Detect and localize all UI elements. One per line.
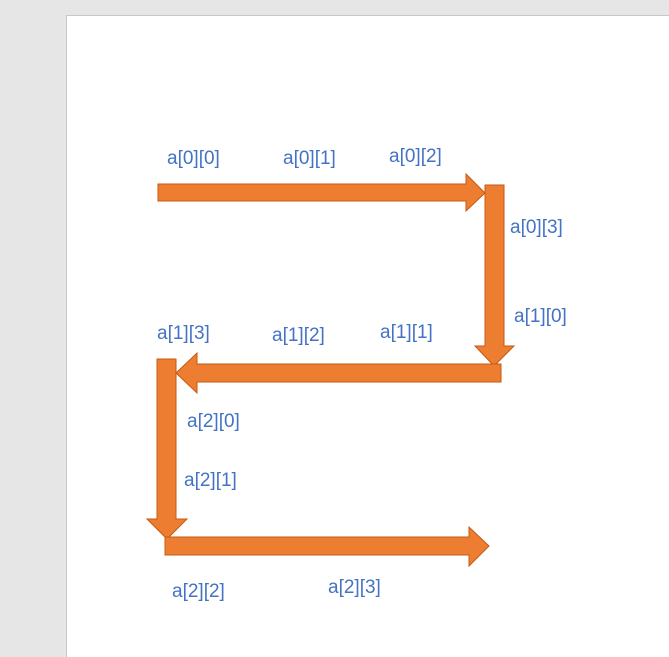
label-a23: a[2][3]	[328, 577, 381, 598]
arrows	[145, 172, 516, 568]
label-a21: a[2][1]	[184, 470, 237, 491]
arrow-right-row-2	[164, 525, 490, 568]
label-a11: a[1][1]	[380, 322, 433, 343]
label-a22: a[2][2]	[172, 581, 225, 602]
label-a03: a[0][3]	[510, 217, 563, 238]
label-a20: a[2][0]	[187, 411, 240, 432]
label-a10: a[1][0]	[514, 306, 567, 327]
arrow-left-row-1	[175, 351, 502, 395]
label-a12: a[1][2]	[272, 325, 325, 346]
arrow-down-right-side	[473, 184, 516, 367]
arrow-down-left-side	[145, 358, 189, 540]
label-a00: a[0][0]	[167, 148, 220, 169]
label-a13: a[1][3]	[157, 323, 210, 344]
element-labels: a[0][0] a[0][1] a[0][2] a[0][3] a[1][0] …	[157, 146, 567, 602]
label-a02: a[0][2]	[389, 146, 442, 167]
arrow-right-row-0	[157, 172, 486, 213]
label-a01: a[0][1]	[283, 148, 336, 169]
